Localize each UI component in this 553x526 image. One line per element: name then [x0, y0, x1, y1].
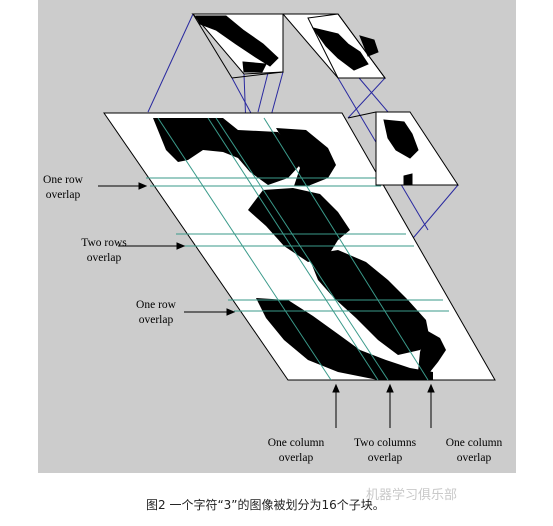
subblock-3 — [347, 111, 459, 186]
subblock-2 — [281, 13, 386, 79]
column-overlap-lines — [157, 117, 429, 381]
character-three-glyph — [153, 118, 446, 380]
caption-text: 图2 一个字符“3”的图像被划分为16个子块。 — [146, 498, 385, 512]
watermark: 机器学习俱乐部 — [366, 488, 458, 503]
subblock-1 — [191, 13, 284, 79]
character-subblock-diagram — [98, 13, 496, 428]
annotation-arrows — [98, 182, 435, 428]
